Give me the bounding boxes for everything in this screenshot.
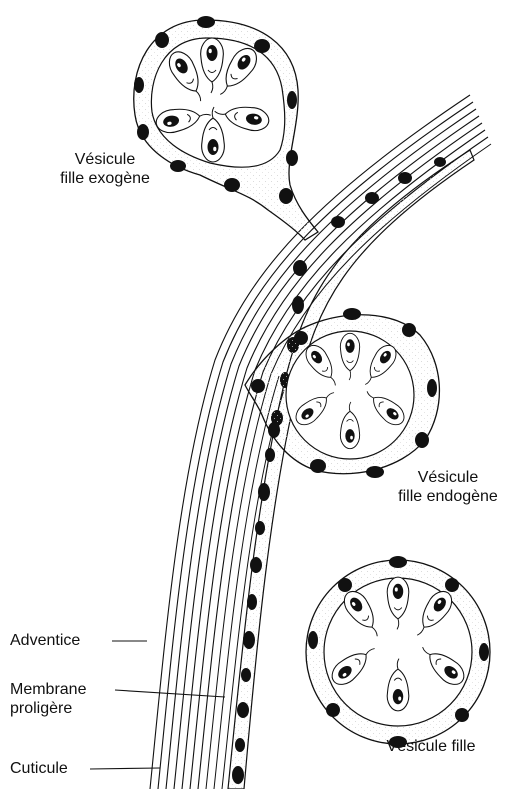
vesicle-exogene-drawing — [134, 16, 318, 240]
cuticule-leader — [90, 768, 160, 769]
leader-lines — [90, 641, 225, 769]
label-vesicule-fille: Vésicule fille — [366, 737, 496, 756]
label-adventice: Adventice — [10, 631, 80, 650]
label-membrane-line2: proligère — [10, 699, 86, 718]
label-vesicule-exogene: Vésicule fille exogène — [50, 150, 160, 188]
label-endogene-line1: Vésicule — [390, 468, 506, 487]
label-exogene-line2: fille exogène — [50, 169, 160, 188]
label-exogene-line1: Vésicule — [50, 150, 160, 169]
label-membrane-proligere: Membrane proligère — [10, 680, 86, 718]
vesicle-fille-drawing — [306, 556, 490, 748]
label-endogene-line2: fille endogène — [390, 487, 506, 506]
label-membrane-line1: Membrane — [10, 680, 86, 699]
label-cuticule: Cuticule — [10, 759, 68, 778]
label-vesicule-endogene: Vésicule fille endogène — [390, 468, 506, 506]
